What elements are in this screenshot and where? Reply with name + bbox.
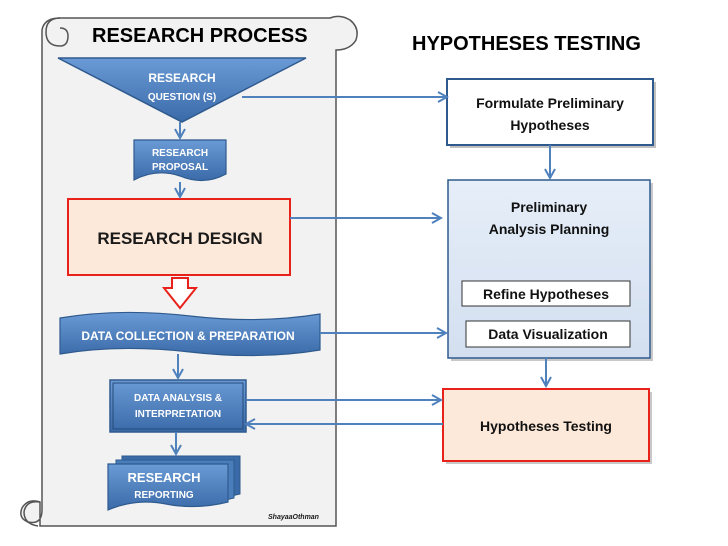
collection-banner [59, 311, 321, 357]
analysis-label-2: INTERPRETATION [135, 409, 221, 420]
question-label-1: RESEARCH [148, 71, 215, 85]
refine-box [461, 280, 631, 307]
left-connectors [176, 122, 180, 454]
formulate-hypotheses-step: Formulate Preliminary Hypotheses [446, 78, 656, 148]
analysis-box [109, 379, 247, 433]
formulate-box [446, 78, 654, 146]
proposal-shape [133, 139, 227, 182]
proposal-label-1: RESEARCH [152, 148, 208, 159]
hypotheses-testing-step: Hypotheses Testing [442, 388, 652, 464]
testing-label: Hypotheses Testing [480, 418, 612, 434]
design-label: RESEARCH DESIGN [97, 229, 262, 248]
author-signature: ShayaaOthman [268, 514, 319, 521]
formulate-label-1: Formulate Preliminary [476, 95, 624, 111]
analysis-label-1: DATA ANALYSIS & [134, 393, 222, 404]
analysis-inner-border [112, 382, 244, 430]
research-reporting-step: RESEARCH REPORTING [107, 455, 241, 511]
reporting-front [107, 463, 229, 511]
analysis-planning-step: Preliminary Analysis Planning Refine Hyp… [447, 179, 653, 361]
visualization-label: Data Visualization [488, 326, 608, 342]
question-triangle [57, 57, 307, 123]
planning-label-1: Preliminary [511, 199, 587, 215]
scroll-curl-top [45, 17, 69, 47]
collection-label: DATA COLLECTION & PREPARATION [81, 329, 294, 343]
right-title: HYPOTHESES TESTING [412, 33, 641, 55]
question-label-2: QUESTION (S) [148, 92, 216, 103]
data-collection-step: DATA COLLECTION & PREPARATION [59, 311, 321, 357]
refine-label: Refine Hypotheses [483, 286, 609, 302]
scroll-curl-bottom [23, 500, 41, 527]
research-proposal-step: RESEARCH PROPOSAL [133, 139, 227, 182]
research-design-step: RESEARCH DESIGN [67, 198, 291, 276]
visualization-box [465, 320, 631, 348]
proposal-label-2: PROPOSAL [152, 162, 208, 173]
research-question-step: RESEARCH QUESTION (S) [57, 57, 307, 123]
scroll-title: RESEARCH PROCESS [92, 25, 308, 47]
planning-label-2: Analysis Planning [489, 221, 610, 237]
right-vertical-connectors [546, 145, 550, 386]
data-analysis-step: DATA ANALYSIS & INTERPRETATION [109, 379, 247, 433]
reporting-label-2: REPORTING [134, 490, 194, 501]
horizontal-connectors [242, 97, 447, 424]
formulate-label-2: Hypotheses [510, 117, 590, 133]
reporting-label-1: RESEARCH [128, 470, 201, 485]
design-box [67, 198, 291, 276]
design-down-arrow [161, 277, 199, 310]
